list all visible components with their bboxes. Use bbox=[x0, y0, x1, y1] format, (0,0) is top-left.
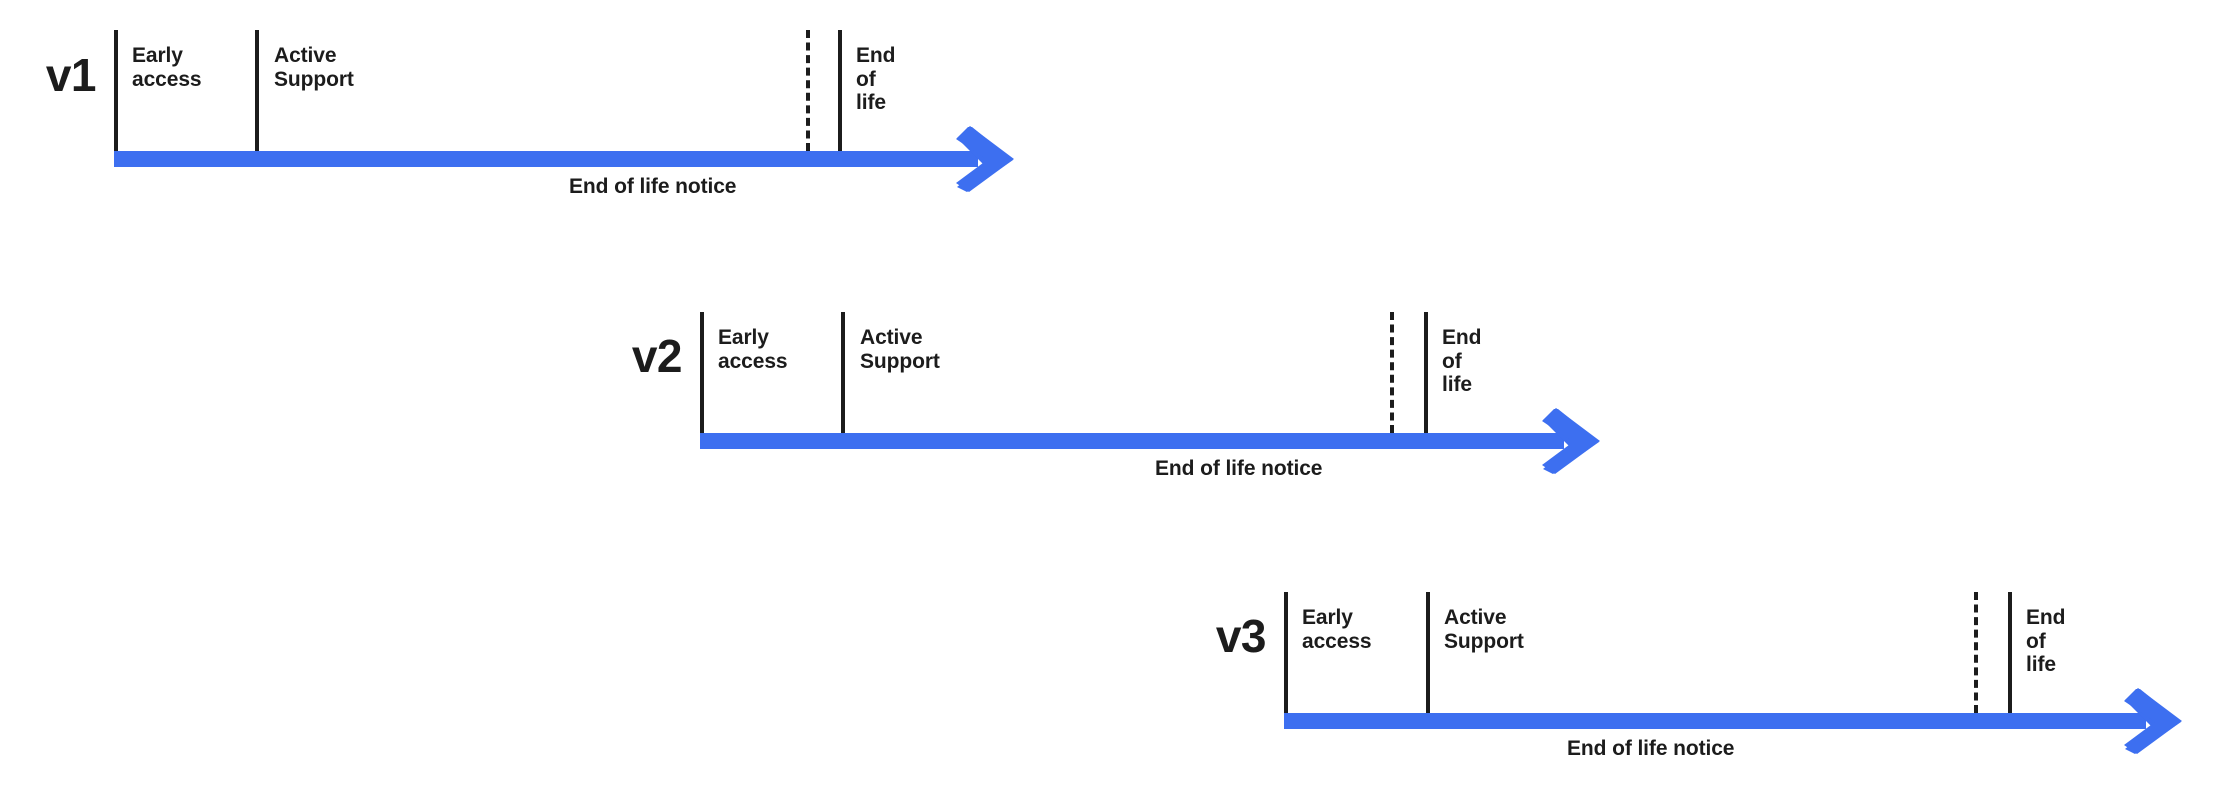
phase-label-end-of-life-v2: End of life bbox=[1442, 326, 1482, 397]
timeline-arrow-shaft-v3 bbox=[1284, 713, 2146, 729]
phase-label-active-support-v3: Active Support bbox=[1444, 606, 1524, 653]
phase-label-active-support-v1: Active Support bbox=[274, 44, 354, 91]
divider-active-support-v1 bbox=[255, 30, 259, 151]
divider-start-v1 bbox=[114, 30, 118, 151]
divider-eol-notice-v3 bbox=[1974, 592, 1978, 713]
divider-start-v3 bbox=[1284, 592, 1288, 713]
divider-end-of-life-v2 bbox=[1424, 312, 1428, 433]
phase-label-early-access-v1: Early access bbox=[132, 44, 202, 91]
divider-eol-notice-v2 bbox=[1390, 312, 1394, 433]
timeline-arrow-shaft-v1 bbox=[114, 151, 978, 167]
divider-end-of-life-v1 bbox=[838, 30, 842, 151]
divider-eol-notice-v1 bbox=[806, 30, 810, 151]
notice-label-v2: End of life notice bbox=[1155, 457, 1323, 480]
divider-start-v2 bbox=[700, 312, 704, 433]
divider-active-support-v3 bbox=[1426, 592, 1430, 713]
phase-label-early-access-v2: Early access bbox=[718, 326, 788, 373]
phase-label-early-access-v3: Early access bbox=[1302, 606, 1372, 653]
phase-label-end-of-life-v3: End of life bbox=[2026, 606, 2066, 677]
phase-label-active-support-v2: Active Support bbox=[860, 326, 940, 373]
divider-active-support-v2 bbox=[841, 312, 845, 433]
version-label-v3: v3 bbox=[1215, 610, 1267, 662]
timeline-arrow-shaft-v2 bbox=[700, 433, 1564, 449]
phase-label-end-of-life-v1: End of life bbox=[856, 44, 896, 115]
notice-label-v1: End of life notice bbox=[569, 175, 737, 198]
notice-label-v3: End of life notice bbox=[1567, 737, 1735, 760]
version-label-v2: v2 bbox=[631, 330, 683, 382]
version-label-v1: v1 bbox=[45, 49, 97, 101]
divider-end-of-life-v3 bbox=[2008, 592, 2012, 713]
